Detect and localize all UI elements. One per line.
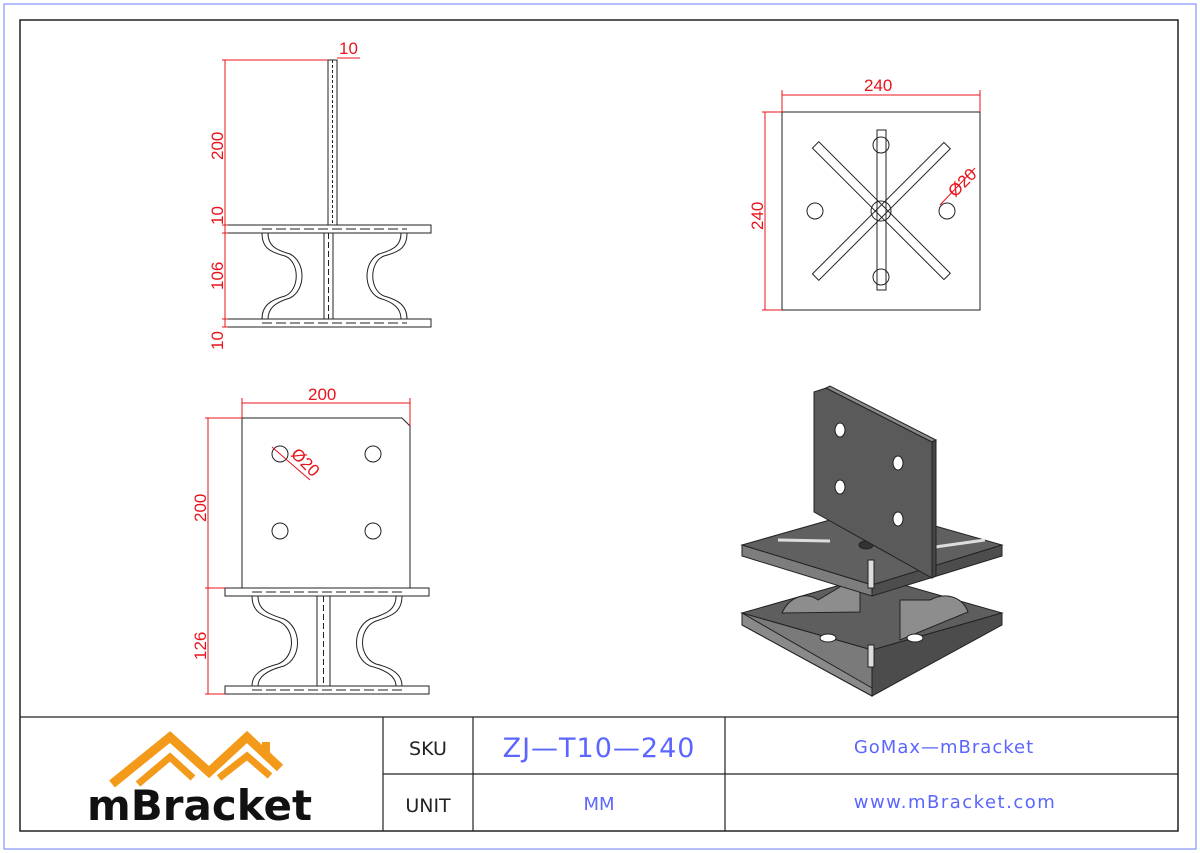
side-dim-top-plate: 10 <box>208 206 227 225</box>
front-dim-body-height: 126 <box>191 632 210 660</box>
isometric-view <box>740 385 1004 697</box>
outer-border <box>3 3 1197 850</box>
title-block <box>20 716 1178 831</box>
logo-roof-icon <box>109 730 284 788</box>
front-dim-width: 200 <box>308 385 336 404</box>
sku-label: SKU <box>409 738 447 760</box>
top-base-plate <box>781 111 981 311</box>
front-dim-hole: Ø20 <box>287 444 323 480</box>
side-view <box>224 59 432 328</box>
front-view-dimensions <box>205 398 411 695</box>
front-dim-plate-height: 200 <box>191 494 210 522</box>
front-view <box>224 417 430 695</box>
sku-value: ZJ—T10—240 <box>503 733 696 764</box>
front-top-plate <box>224 587 430 597</box>
front-vertical-plate <box>241 417 411 589</box>
top-view <box>781 111 981 311</box>
top-dim-width: 240 <box>864 76 892 95</box>
top-dim-hole: Ø20 <box>944 165 980 201</box>
company-name: GoMax—mBracket <box>854 737 1034 758</box>
side-dim-plate-height: 200 <box>208 132 227 160</box>
unit-value: MM <box>583 794 614 815</box>
side-dim-bottom-plate: 10 <box>208 331 227 350</box>
side-dim-body-height: 106 <box>208 262 227 290</box>
brand-logo: mBracket <box>87 730 312 830</box>
website-url: www.mBracket.com <box>854 792 1057 813</box>
front-bottom-plate <box>224 685 430 695</box>
inner-border <box>19 19 1179 832</box>
top-dim-height: 240 <box>748 202 767 230</box>
top-view-dimensions <box>762 90 981 311</box>
side-dim-thickness: 10 <box>339 39 358 58</box>
brand-name: mBracket <box>87 781 312 830</box>
unit-label: UNIT <box>405 795 451 817</box>
side-view-dimensions <box>222 57 360 328</box>
